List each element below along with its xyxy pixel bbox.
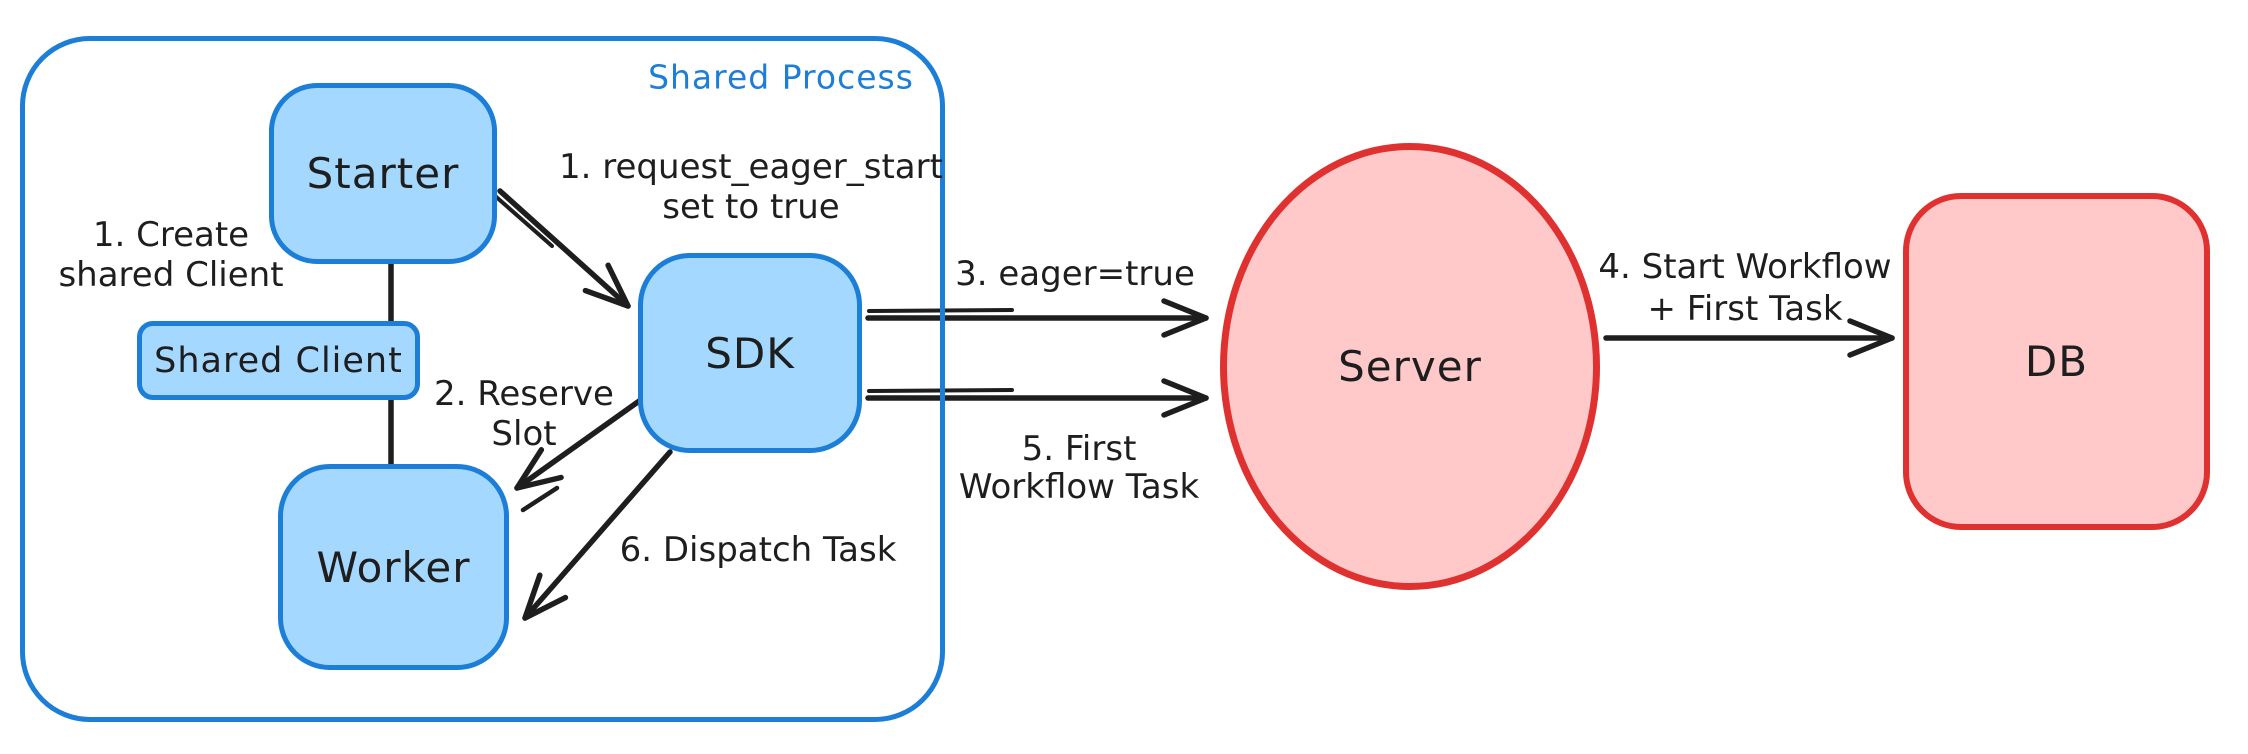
annotation-dispatch-task: 6. Dispatch Task <box>619 530 897 570</box>
annotation-reserve-line2: Slot <box>491 414 557 454</box>
arrow-sdk-to-worker-reserve <box>514 396 645 491</box>
annotation-reserve-line1: 2. Reserve <box>434 374 614 414</box>
annotation-eager-true: 3. eager=true <box>955 254 1195 294</box>
sdk-label: SDK <box>705 328 795 378</box>
annotation-create-line2: shared Client <box>58 255 284 295</box>
annotation-start-workflow-line1: 4. Start Workflow <box>1598 247 1892 287</box>
annotation-start-workflow-line2: + First Task <box>1647 289 1843 329</box>
annotation-request-eager-line2: set to true <box>662 187 840 227</box>
arrow-starter-to-sdk <box>497 188 631 309</box>
annotation-first-wft-line2: Workflow Task <box>958 467 1200 507</box>
annotation-create-shared-client: 1. Create shared Client <box>58 215 283 295</box>
server-label: Server <box>1338 342 1482 391</box>
shared-process-label: Shared Process <box>648 57 914 97</box>
annotation-reserve-slot: 2. Reserve Slot <box>434 374 614 454</box>
annotation-first-workflow-task: 5. First Workflow Task <box>959 430 1199 506</box>
shared-process-container <box>20 36 945 722</box>
arrow-starter-to-sdk-sketch <box>492 193 554 248</box>
starter-label: Starter <box>306 149 460 198</box>
annotation-start-workflow: 4. Start Workflow + First Task <box>1598 246 1891 330</box>
shared-client-label: Shared Client <box>154 340 403 381</box>
db-node: DB <box>1903 193 2210 530</box>
arrow-sdk-to-worker-dispatch <box>522 449 673 621</box>
annotation-request-eager-line1: 1. request_eager_start <box>559 147 943 187</box>
starter-node: Starter <box>269 83 497 264</box>
annotation-create-line1: 1. Create <box>92 215 250 255</box>
worker-node: Worker <box>278 464 509 670</box>
server-node: Server <box>1220 143 1600 590</box>
annotation-request-eager-start: 1. request_eager_start set to true <box>559 147 943 227</box>
shared-client-node: Shared Client <box>137 321 420 400</box>
db-label: DB <box>2024 337 2089 386</box>
annotation-first-wft-line1: 5. First <box>1021 429 1137 469</box>
worker-label: Worker <box>316 542 471 592</box>
arrow-reserve-sketch <box>520 485 560 513</box>
sdk-node: SDK <box>638 253 862 453</box>
